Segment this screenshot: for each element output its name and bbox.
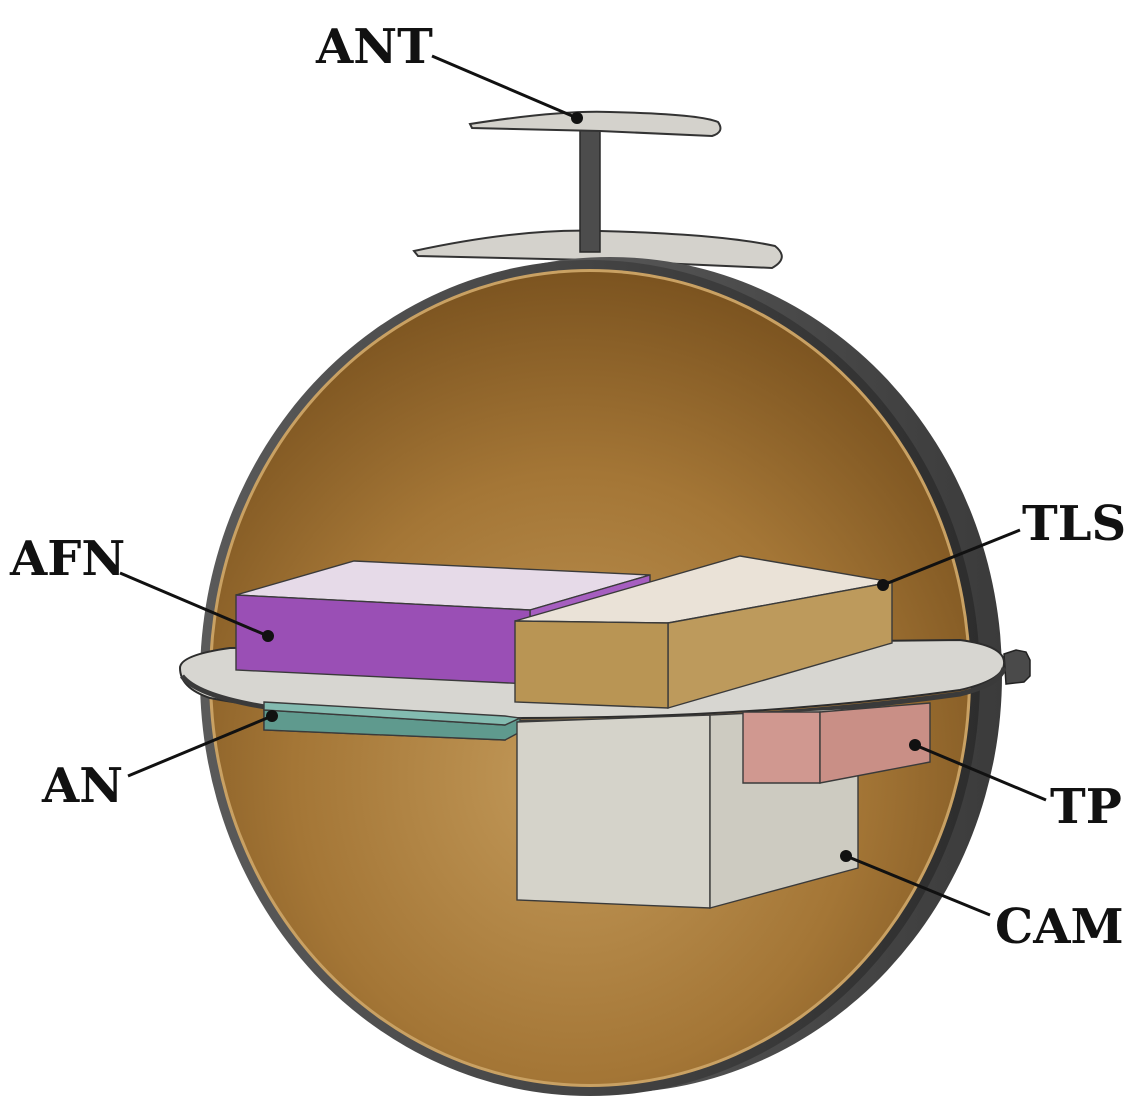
antenna-mast: [579, 121, 601, 253]
leader-cam: [840, 850, 991, 917]
label-an: AN: [41, 758, 123, 814]
an-box: [263, 701, 523, 741]
label-cam: CAM: [995, 899, 1124, 955]
leader-tls: [877, 528, 1021, 591]
shell-connector: [1003, 649, 1031, 685]
leader-tp: [909, 739, 1047, 802]
leader-afn: [119, 571, 274, 642]
tp-box: [742, 702, 931, 784]
label-tp: TP: [1050, 779, 1122, 835]
label-ant: ANT: [315, 19, 433, 75]
tls-box: [514, 555, 893, 709]
leader-an: [127, 710, 278, 778]
label-tls: TLS: [1022, 496, 1126, 552]
label-afn: AFN: [9, 531, 125, 587]
antenna-upper-plate: [468, 110, 722, 138]
leader-ant: [431, 54, 583, 124]
antenna: [412, 110, 783, 270]
